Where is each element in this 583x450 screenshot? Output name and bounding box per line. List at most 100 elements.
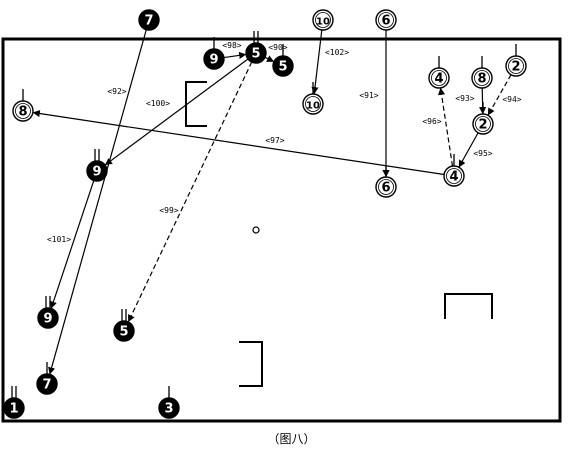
move-label: <99> [159,206,178,215]
move-label: <101> [47,235,71,244]
player-number: 1 [9,402,18,417]
player-token [37,307,59,329]
player-p9-bottom: 9 [37,296,59,329]
move-label: <93> [455,94,474,103]
move-label: <102> [325,48,349,57]
player-number: 2 [478,118,487,133]
player-token [113,320,135,342]
player-token [505,55,527,77]
player-token [138,9,160,31]
player-p6-top: 6 [375,9,397,31]
player-token [375,176,397,198]
player-number: 6 [381,14,390,29]
player-token-ring [378,179,394,195]
move-label: <98> [222,41,241,50]
player-number: 10 [316,17,330,28]
player-number: 8 [18,105,27,120]
player-number: 3 [164,402,173,417]
player-token-ring [475,116,491,132]
player-p9-topleft: 9 [203,37,225,70]
player-token [3,397,25,419]
player-p6-bottom: 6 [375,165,397,198]
player-token [428,67,450,89]
player-p5-topright: 5 [272,44,294,77]
player-token-ring [15,103,31,119]
move-line-2 [223,51,247,59]
player-p5-top: 5 [245,31,267,64]
move-label: <95> [473,149,492,158]
move-line-3 [264,55,275,62]
player-number: 5 [119,325,128,340]
player-token [472,113,494,135]
player-number: 6 [381,181,390,196]
player-p4-bottom: 4 [443,154,465,187]
player-p10-top: 10 [312,9,334,31]
move-label: <92> [107,87,126,96]
player-p4-top: 4 [428,56,450,89]
court-boundary [1,37,562,423]
move-label: <100> [146,99,170,108]
player-p2-top: 2 [505,44,527,77]
player-number: 7 [42,378,51,393]
move-label: <96> [422,117,441,126]
player-token [375,9,397,31]
player-p10-mid: 10 [302,82,324,115]
goal-bottom [239,341,263,387]
move-label: <91> [359,91,378,100]
players: 7 9 5 5 10 10 6 6 4 8 2 2 4 8 9 9 5 7 1 3 [3,9,527,419]
player-token-ring [305,96,321,112]
player-number: 4 [449,170,458,185]
move-lines: <92> <98> <90> <102> <91> <93> <94> <96> <95> <97… [32,29,522,375]
player-number: 5 [278,60,287,75]
player-number: 9 [43,312,52,327]
player-p7-bottom: 7 [36,362,58,395]
player-number: 9 [209,53,218,68]
move-line-10 [32,109,445,176]
player-token [245,42,267,64]
move-label: <90> [268,43,287,52]
player-number: 10 [306,101,320,112]
player-token [471,67,493,89]
move-line-9 [458,132,479,168]
player-token [12,100,34,122]
player-token-ring [508,58,524,74]
player-token [36,373,58,395]
player-p9-mid: 9 [86,149,108,182]
player-token-ring [431,70,447,86]
player-token [443,165,465,187]
center-spot [252,226,260,234]
player-number: 8 [477,72,486,87]
goal-top [185,81,207,127]
move-line-13 [49,180,95,309]
player-p2-mid: 2 [472,102,494,135]
goal-right [444,293,493,319]
player-p8-left: 8 [12,89,34,122]
player-token [302,93,324,115]
diagram-caption: （图八） [267,432,316,446]
move-label: <94> [502,95,521,104]
player-token [86,160,108,182]
player-p3: 3 [158,386,180,419]
player-number: 7 [144,14,153,29]
court [1,37,562,423]
player-token [203,48,225,70]
move-line-1 [48,29,147,375]
move-label: <97> [265,136,284,145]
player-p5-bottom: 5 [113,309,135,342]
player-token-ring [474,70,490,86]
player-p1: 1 [3,386,25,419]
player-number: 4 [434,72,443,87]
player-number: 2 [511,60,520,75]
player-p8-right: 8 [471,56,493,89]
move-line-8 [438,87,454,167]
player-p7-top: 7 [138,9,160,31]
player-token [158,397,180,419]
player-token-ring [446,168,462,184]
player-token-ring [378,12,394,28]
move-line-11 [104,58,249,166]
player-number: 5 [251,47,260,62]
player-token-ring [315,12,331,28]
player-token [312,9,334,31]
player-token [272,55,294,77]
